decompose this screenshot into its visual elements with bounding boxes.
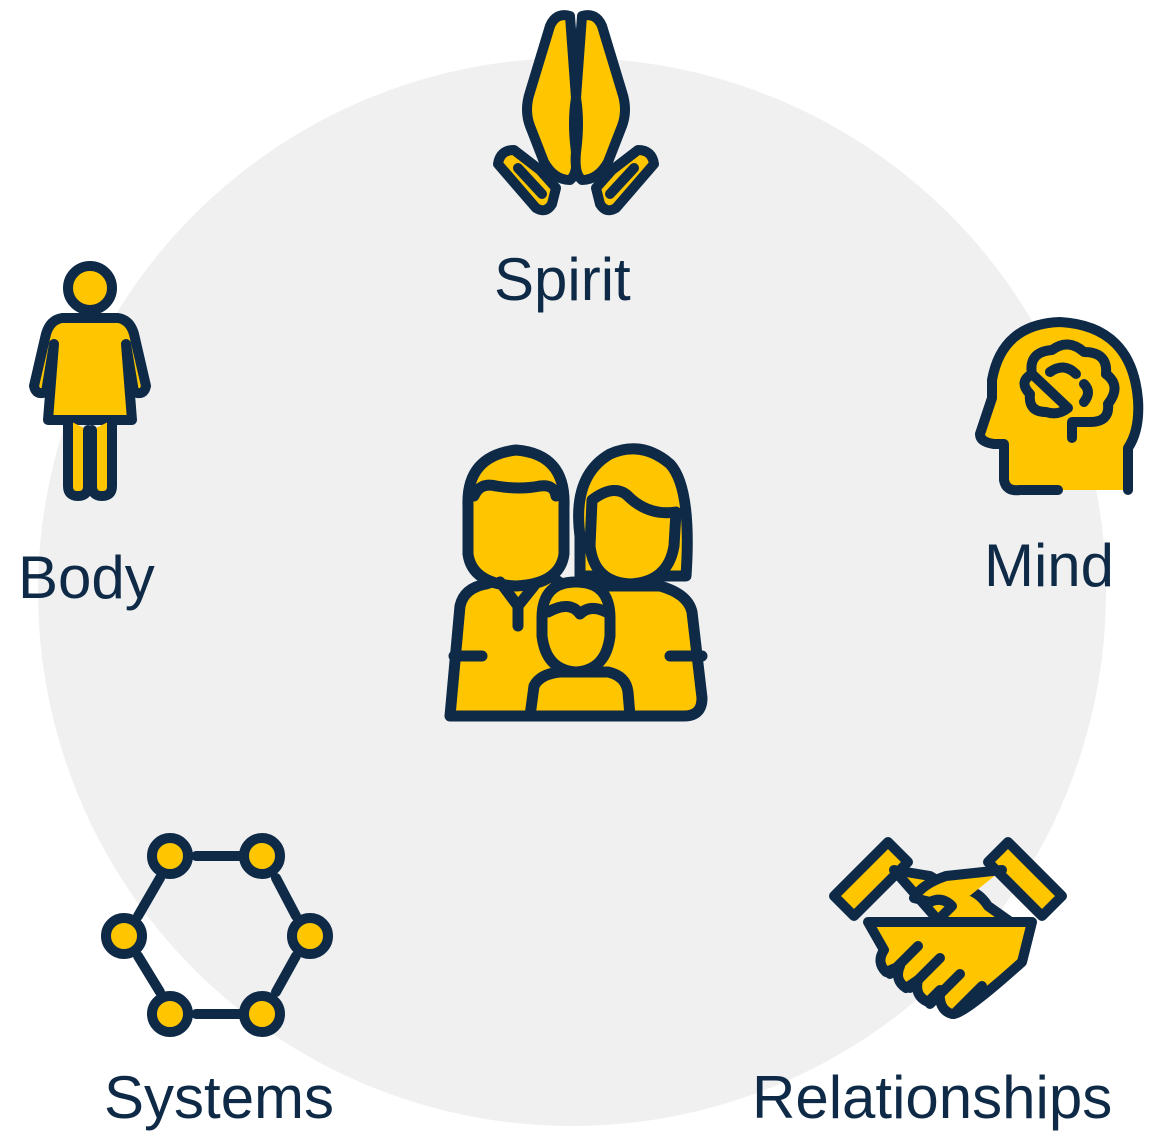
label-relationships: Relationships — [752, 1064, 1113, 1131]
network-hexagon-icon — [100, 828, 333, 1042]
handshake-icon — [826, 826, 1070, 1030]
head-brain-icon — [972, 312, 1144, 496]
label-spirit: Spirit — [494, 246, 631, 313]
family-icon — [430, 436, 722, 728]
label-body: Body — [18, 544, 155, 611]
person-icon — [22, 260, 154, 502]
praying-hands-icon — [484, 2, 668, 216]
label-systems: Systems — [104, 1064, 335, 1131]
label-mind: Mind — [984, 532, 1115, 599]
